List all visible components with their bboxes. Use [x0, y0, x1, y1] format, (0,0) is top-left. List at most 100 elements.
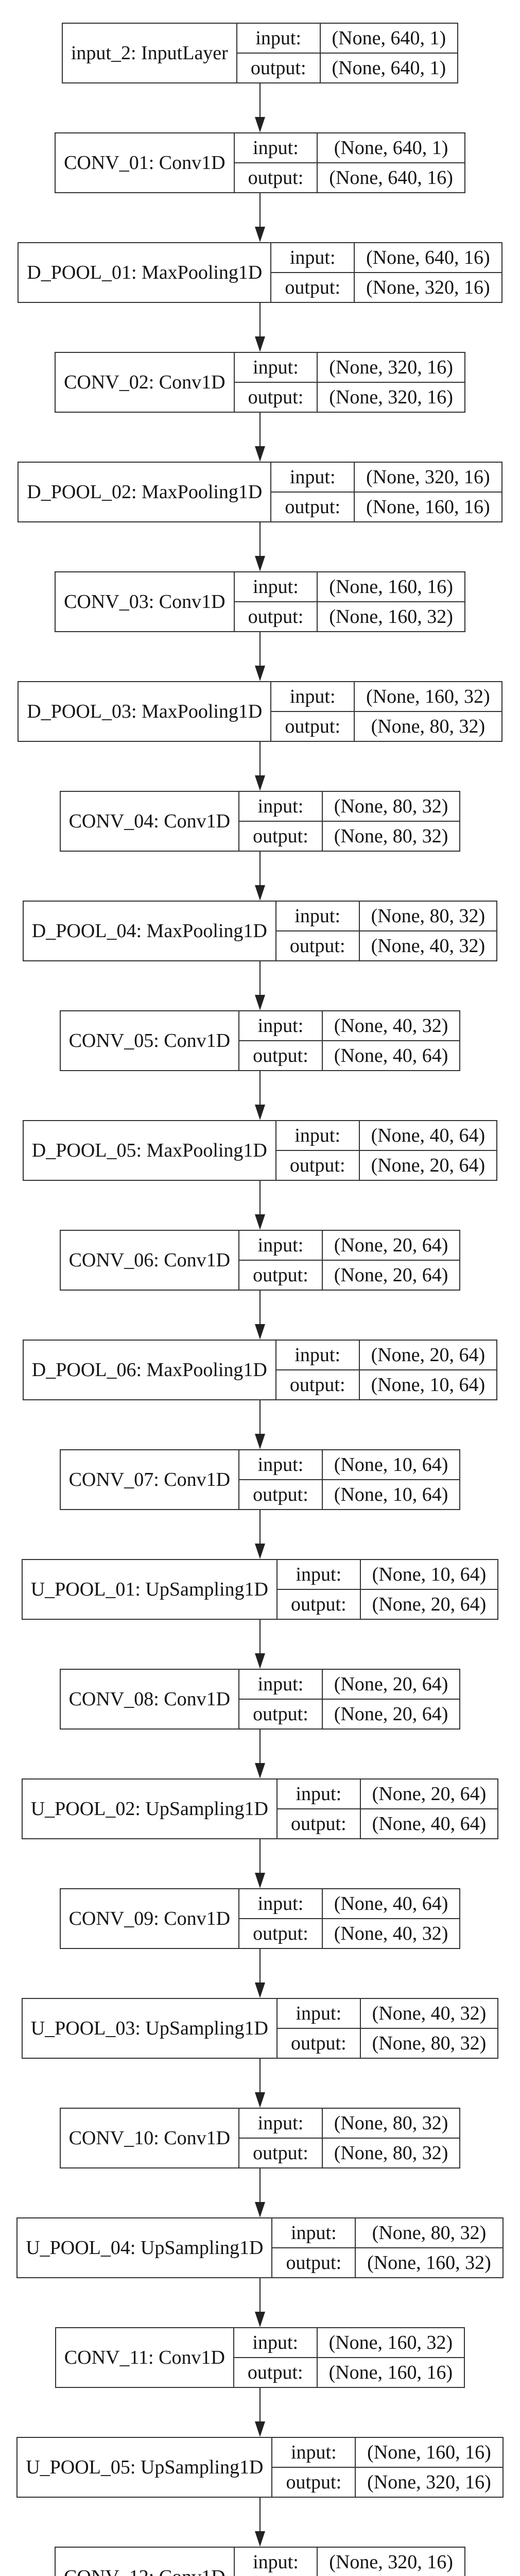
layer-node: U_POOL_03: UpSampling1D input: (None, 40…: [21, 1998, 499, 2059]
arrow-head-icon: [255, 2202, 265, 2217]
input-label: input:: [276, 1778, 361, 1809]
flow-arrow: [255, 2498, 265, 2547]
input-label: input:: [270, 681, 355, 712]
input-shape: (None, 40, 64): [321, 1888, 461, 1919]
output-shape: (None, 40, 64): [321, 1040, 461, 1071]
output-shape: (None, 80, 32): [321, 2138, 461, 2168]
arrow-head-icon: [255, 2092, 265, 2108]
flow-arrow: [255, 1730, 265, 1778]
input-label: input:: [271, 2217, 356, 2248]
layer-node: D_POOL_05: MaxPooling1D input: (None, 40…: [22, 1120, 498, 1181]
input-label: input:: [238, 1230, 323, 1261]
arrow-head-icon: [255, 1873, 265, 1888]
flow-arrow: [255, 1839, 265, 1888]
layer-name: CONV_04: Conv1D: [59, 791, 240, 852]
input-shape: (None, 40, 64): [358, 1120, 498, 1151]
input-label: input:: [236, 23, 321, 54]
input-shape: (None, 640, 16): [354, 242, 502, 273]
layer-node: D_POOL_01: MaxPooling1D input: (None, 64…: [18, 242, 502, 303]
output-shape: (None, 80, 32): [321, 821, 461, 852]
output-shape: (None, 10, 64): [321, 1479, 461, 1510]
output-shape: (None, 640, 16): [317, 162, 465, 193]
output-label: output:: [238, 821, 323, 852]
arrow-head-icon: [255, 117, 265, 132]
output-label: output:: [238, 1479, 323, 1510]
input-shape: (None, 160, 16): [317, 571, 465, 602]
arrow-head-icon: [255, 227, 265, 242]
input-shape: (None, 20, 64): [321, 1669, 461, 1700]
layer-node: CONV_01: Conv1D input: (None, 640, 1) ou…: [55, 132, 465, 193]
input-label: input:: [238, 1888, 323, 1919]
arrow-head-icon: [255, 556, 265, 571]
input-label: input:: [270, 242, 355, 273]
output-label: output:: [275, 930, 360, 961]
arrow-head-icon: [255, 446, 265, 462]
layer-name: U_POOL_03: UpSampling1D: [21, 1998, 278, 2059]
arrow-head-icon: [255, 666, 265, 681]
layer-node: CONV_12: Conv1D input: (None, 320, 16) o…: [55, 2547, 465, 2576]
flow-arrow: [255, 1949, 265, 1998]
layer-name: CONV_09: Conv1D: [59, 1888, 240, 1949]
layer-name: D_POOL_01: MaxPooling1D: [18, 242, 272, 303]
arrow-head-icon: [255, 1105, 265, 1120]
input-shape: (None, 20, 64): [359, 1778, 499, 1809]
output-label: output:: [276, 2028, 361, 2059]
input-label: input:: [270, 462, 355, 493]
layer-name: D_POOL_06: MaxPooling1D: [22, 1340, 276, 1400]
output-label: output:: [233, 601, 318, 632]
layer-node: CONV_10: Conv1D input: (None, 80, 32) ou…: [59, 2108, 461, 2168]
output-label: output:: [238, 1040, 323, 1071]
output-shape: (None, 20, 64): [321, 1260, 461, 1291]
input-label: input:: [238, 2108, 323, 2139]
output-shape: (None, 160, 16): [354, 492, 502, 522]
arrow-line: [259, 742, 261, 776]
layer-name: U_POOL_01: UpSampling1D: [21, 1559, 278, 1620]
output-label: output:: [238, 2138, 323, 2168]
output-shape: (None, 320, 16): [354, 272, 502, 303]
arrow-head-icon: [255, 1434, 265, 1449]
layer-name: U_POOL_05: UpSampling1D: [16, 2437, 273, 2498]
arrow-head-icon: [255, 775, 265, 791]
layer-node: D_POOL_04: MaxPooling1D input: (None, 80…: [22, 901, 498, 961]
input-shape: (None, 320, 16): [354, 462, 502, 493]
input-label: input:: [238, 1669, 323, 1700]
arrow-line: [259, 1839, 261, 1873]
arrow-line: [259, 632, 261, 666]
arrow-line: [259, 522, 261, 556]
layer-node: CONV_11: Conv1D input: (None, 160, 32) o…: [55, 2327, 465, 2388]
arrow-line: [259, 961, 261, 995]
arrow-line: [259, 83, 261, 117]
layer-node: CONV_08: Conv1D input: (None, 20, 64) ou…: [59, 1669, 461, 1730]
input-shape: (None, 10, 64): [359, 1559, 499, 1590]
input-label: input:: [275, 1340, 360, 1370]
arrow-line: [259, 852, 261, 886]
output-label: output:: [236, 53, 321, 83]
output-label: output:: [271, 2467, 356, 2498]
arrow-head-icon: [255, 995, 265, 1010]
input-label: input:: [275, 901, 360, 931]
arrow-line: [259, 2168, 261, 2202]
arrow-line: [259, 1181, 261, 1215]
input-shape: (None, 160, 32): [316, 2327, 465, 2358]
output-label: output:: [275, 1150, 360, 1181]
arrow-head-icon: [255, 2312, 265, 2327]
input-label: input:: [238, 1010, 323, 1041]
layer-name: CONV_01: Conv1D: [55, 132, 235, 193]
flow-arrow: [255, 522, 265, 571]
layer-node: CONV_04: Conv1D input: (None, 80, 32) ou…: [59, 791, 461, 852]
output-label: output:: [276, 1589, 361, 1620]
input-label: input:: [276, 1998, 361, 2029]
output-label: output:: [233, 162, 318, 193]
output-shape: (None, 640, 1): [319, 53, 459, 83]
flow-arrow: [255, 83, 265, 132]
output-label: output:: [238, 1260, 323, 1291]
flow-arrow: [255, 2059, 265, 2108]
layer-node: D_POOL_03: MaxPooling1D input: (None, 16…: [18, 681, 502, 742]
flow-arrow: [255, 632, 265, 681]
arrow-line: [259, 303, 261, 337]
arrow-head-icon: [255, 2531, 265, 2547]
arrow-line: [259, 2059, 261, 2093]
layer-node: CONV_03: Conv1D input: (None, 160, 16) o…: [55, 571, 465, 632]
output-label: output:: [270, 492, 355, 522]
